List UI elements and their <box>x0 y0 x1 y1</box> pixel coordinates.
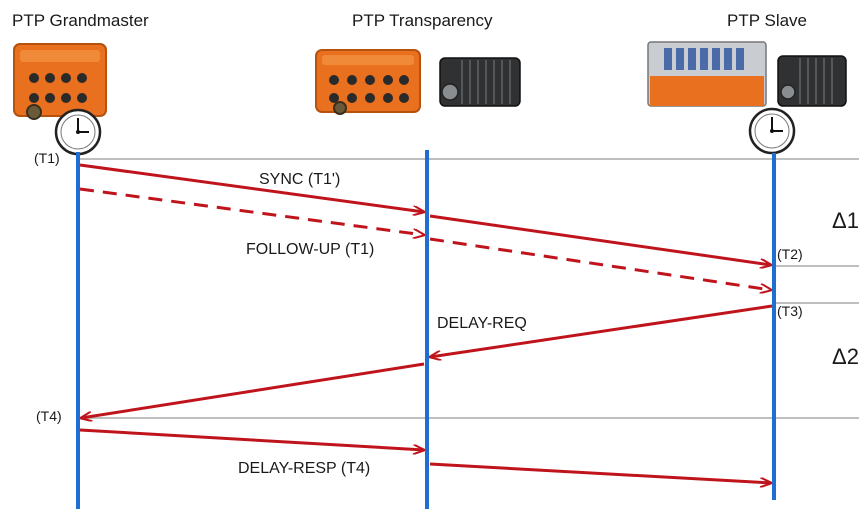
sync-arrow-segment-2 <box>429 214 771 265</box>
delay-req-arrow-segment-2 <box>81 362 425 418</box>
delay-resp-message-label: DELAY-RESP (T4) <box>238 460 370 477</box>
follow-up-message-label: FOLLOW-UP (T1) <box>246 241 374 258</box>
grandmaster-clock-icon <box>54 108 102 156</box>
delay-resp-arrow-segment-1 <box>79 428 424 450</box>
slave-title: PTP Slave <box>727 11 807 30</box>
slave-device-rack-image <box>647 41 767 107</box>
grandmaster-title: PTP Grandmaster <box>12 11 149 30</box>
delta-2-label: Δ2 <box>832 344 859 369</box>
sync-message-label: SYNC (T1') <box>259 171 340 188</box>
transparency-title: PTP Transparency <box>352 11 493 30</box>
t2-timestamp-label: (T2) <box>777 246 803 262</box>
delay-req-arrow-segment-1 <box>430 304 773 357</box>
transparency-device-orange-image <box>315 49 421 115</box>
follow-up-arrow-segment-2 <box>429 237 771 290</box>
delay-req-message-label: DELAY-REQ <box>437 315 527 332</box>
t1-timestamp-label: (T1) <box>34 150 60 166</box>
grandmaster-device-image <box>13 43 107 120</box>
delay-resp-arrow-segment-2 <box>429 462 771 483</box>
follow-up-arrow-segment-1 <box>79 187 424 235</box>
sync-arrow-segment-1 <box>79 163 424 212</box>
slave-device-dark-image <box>777 55 847 107</box>
t3-timestamp-label: (T3) <box>777 303 803 319</box>
delta-1-label: Δ1 <box>832 208 859 233</box>
slave-clock-icon <box>748 107 796 155</box>
t4-timestamp-label: (T4) <box>36 408 62 424</box>
transparency-device-dark-image <box>439 57 521 107</box>
